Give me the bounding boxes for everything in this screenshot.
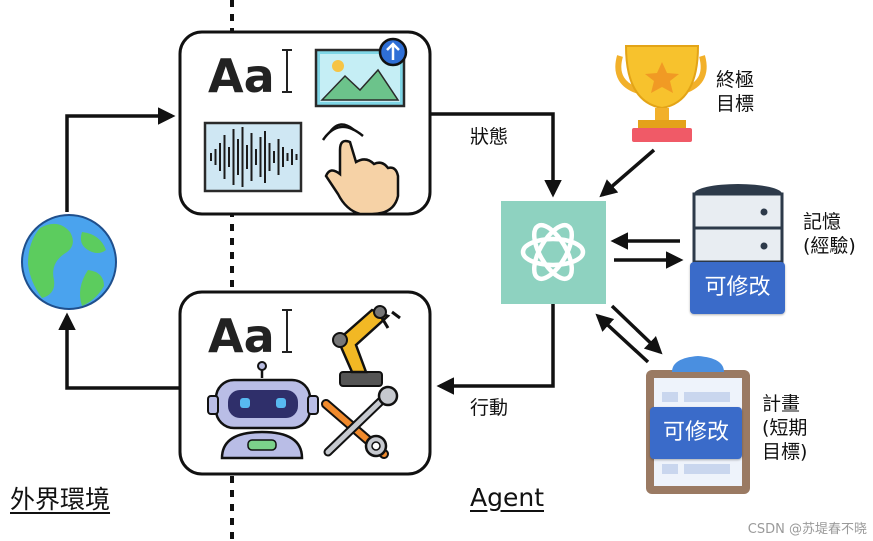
editable-plan-badge: 可修改: [650, 407, 742, 459]
agent-to-plan-arrow: [610, 304, 663, 355]
agent-title: Agent: [470, 483, 544, 512]
environment-title: 外界環境: [10, 485, 111, 514]
memory-label: 記憶 (經驗): [803, 211, 856, 257]
goal-label: 終極 目標: [716, 69, 755, 115]
text-icon-label: Aa: [208, 49, 275, 103]
action-arrow: [436, 304, 555, 395]
action-to-environment-arrow: [58, 312, 180, 390]
text-icon: Aa: [208, 49, 292, 103]
chatgpt-icon: [501, 201, 606, 304]
tap-hand-icon: [321, 123, 400, 216]
editable-memory-badge: 可修改: [690, 262, 785, 314]
state-arrow: [430, 112, 562, 198]
plan-to-agent-arrow: [595, 313, 650, 364]
text-icon-bottom: Aa: [208, 309, 292, 363]
state-label: 狀態: [470, 126, 509, 148]
text-icon-bottom-label: Aa: [208, 309, 275, 363]
plan-label: 計畫 (短期 目標): [762, 393, 808, 463]
audio-wave-icon: [203, 121, 303, 193]
watermark: CSDN @苏堤春不晓: [747, 522, 867, 537]
robot-icon: [207, 361, 319, 460]
robot-arm-icon: [332, 305, 401, 387]
globe-icon: [21, 214, 117, 310]
environment-to-perception-arrow: [65, 107, 176, 212]
tools-icon: [321, 385, 399, 459]
image-upload-icon: [314, 37, 408, 108]
trophy-icon: [615, 45, 707, 142]
action-label: 行動: [470, 397, 509, 419]
goal-to-agent-arrow: [599, 148, 656, 198]
